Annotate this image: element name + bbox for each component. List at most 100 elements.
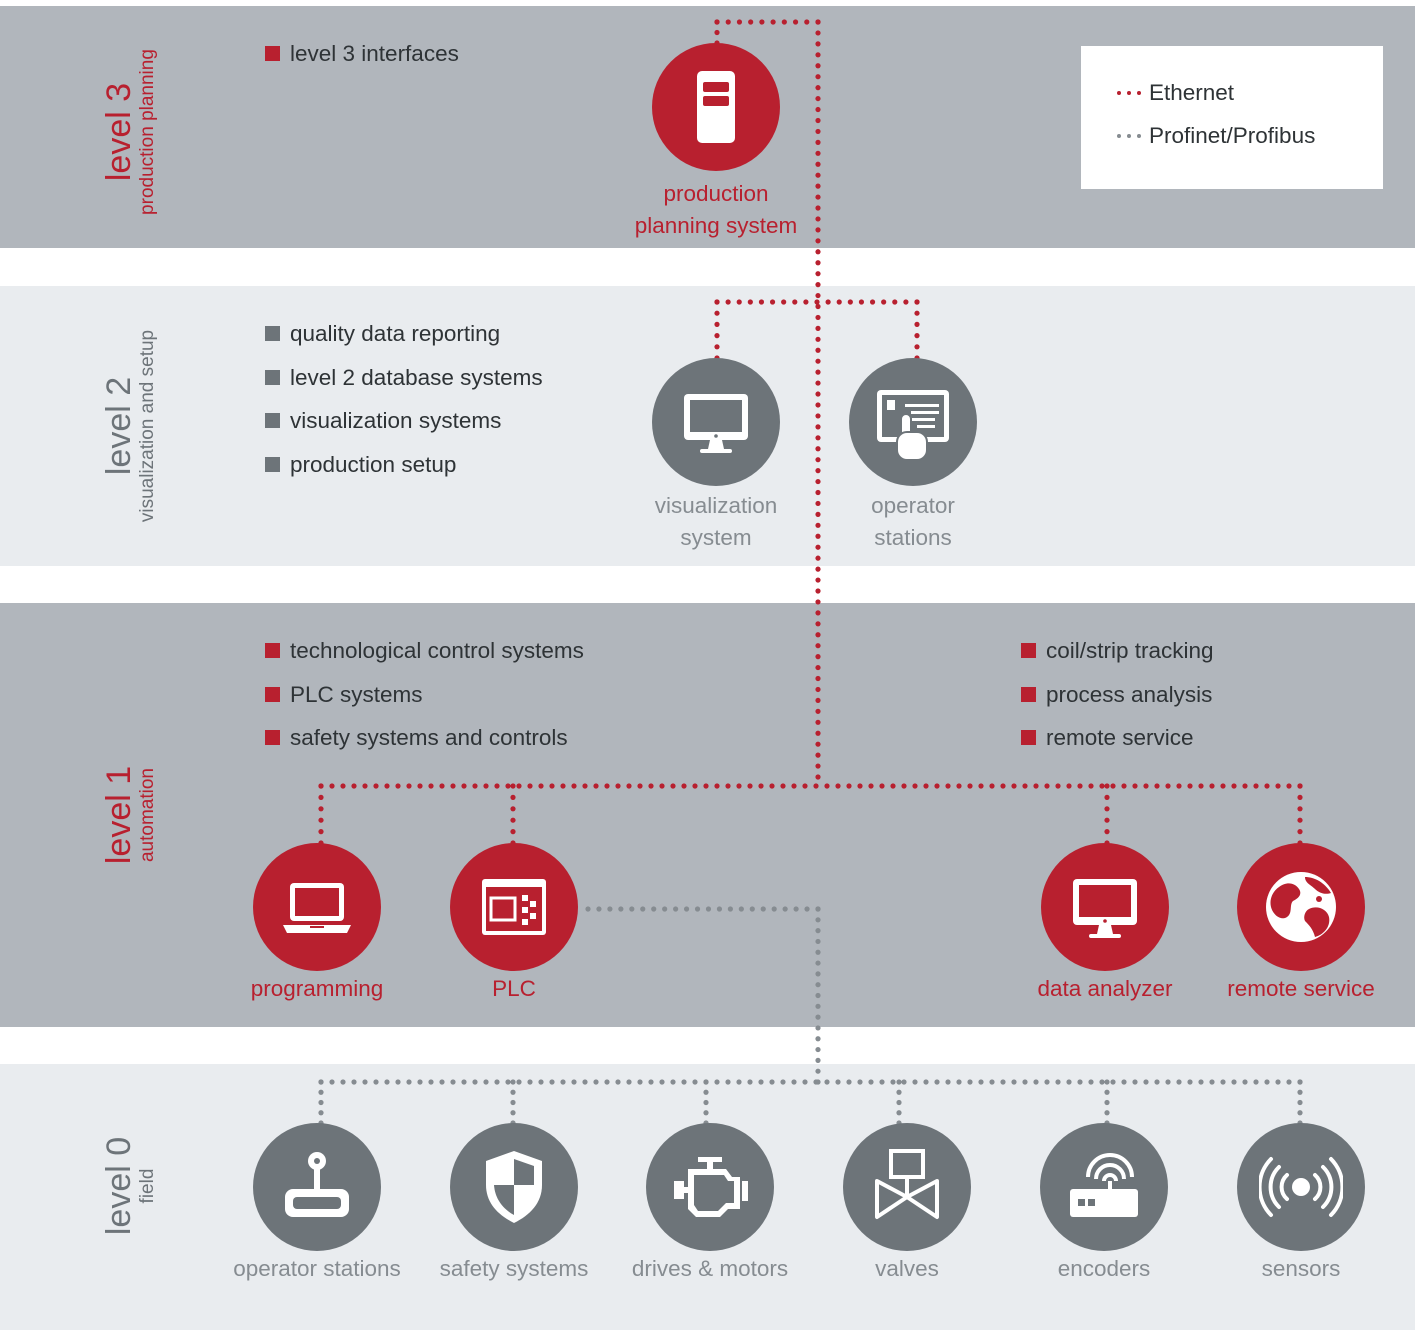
profinet-link-dot (802, 1079, 808, 1085)
ethernet-link-dot (1275, 783, 1281, 789)
ethernet-link-dot (847, 299, 853, 305)
ethernet-link-dot (792, 19, 799, 25)
profinet-link-dot (549, 1079, 555, 1085)
valves-node[interactable] (843, 1123, 971, 1251)
ethernet-link-dot (714, 783, 720, 789)
profinet-link-dot (815, 928, 821, 934)
ethernet-link-dot (815, 446, 821, 452)
visualization-system-node[interactable] (652, 358, 780, 486)
ethernet-link-dot (1110, 783, 1116, 789)
profinet-link-dot (494, 1079, 500, 1085)
profinet-link-dot (318, 1089, 324, 1095)
bullet-square-icon (265, 369, 280, 385)
ethernet-link-dot (329, 783, 335, 789)
ethernet-link-dot (759, 19, 765, 25)
drives-motors-node[interactable] (646, 1123, 774, 1251)
profinet-link-dot (804, 906, 810, 912)
profinet-link-dot (815, 1036, 821, 1042)
encoders-node[interactable] (1040, 1123, 1168, 1251)
profinet-link-dot (749, 906, 755, 912)
ethernet-link-dot (815, 741, 821, 747)
ethernet-link-dot (815, 106, 821, 113)
ethernet-link-dot (815, 468, 821, 474)
ethernet-link-dot (637, 783, 643, 789)
profinet-link-dot (1077, 1079, 1083, 1085)
profinet-link-dot (967, 1079, 973, 1085)
drives-motors-label: drives & motors (631, 1256, 789, 1281)
ethernet-link-dot (659, 783, 665, 789)
profinet-link-dot (615, 1079, 621, 1085)
ethernet-link-dot (406, 783, 412, 789)
ethernet-link-dot (815, 457, 821, 463)
profinet-link-dot (716, 906, 723, 912)
profinet-link-dot (1242, 1079, 1248, 1085)
sensors-node[interactable] (1237, 1123, 1365, 1251)
ethernet-link-dot (758, 299, 765, 305)
ethernet-link-dot (1104, 829, 1110, 835)
production-planning-system-node[interactable] (652, 43, 780, 171)
profinet-link-dot (527, 1079, 533, 1085)
ethernet-link-dot (1121, 783, 1127, 789)
ethernet-link-dot (417, 783, 423, 789)
ethernet-link-dot (815, 95, 821, 102)
profinet-link-dot (1264, 1079, 1270, 1085)
ethernet-link-dot (815, 708, 821, 714)
programming-node[interactable] (253, 843, 381, 971)
profinet-link-dot (846, 1079, 852, 1085)
ethernet-link-dot (1143, 783, 1149, 789)
bullet-item: technological control systems (265, 638, 584, 682)
safety-systems-node[interactable] (450, 1123, 578, 1251)
ethernet-link-dot (428, 783, 434, 789)
profinet-link-dot (791, 1079, 797, 1085)
ethernet-link-dot (914, 321, 920, 327)
profinet-link-dot (406, 1079, 412, 1085)
ethernet-link-dot (815, 260, 821, 266)
remote-service-node[interactable] (1237, 843, 1365, 971)
ethernet-link-dot (869, 299, 876, 305)
ethernet-link-dot (804, 19, 810, 25)
level-1-label: level 1 automation (100, 695, 180, 935)
ethernet-link-dot (815, 85, 821, 91)
profinet-link-dot (582, 1079, 588, 1085)
ethernet-link-dot (626, 783, 632, 789)
sensor-waves-icon (1259, 1157, 1343, 1217)
operator-stations-field-node[interactable] (253, 1123, 381, 1251)
ethernet-link-dot (815, 763, 821, 769)
ethernet-link-dot (923, 783, 929, 789)
operator-stations-panel-node[interactable] (849, 358, 977, 486)
ethernet-link-dot (825, 299, 831, 305)
profinet-link-dot (824, 1079, 830, 1085)
profinet-link-dot (395, 1079, 401, 1085)
legend-ethernet-label: Ethernet (1149, 80, 1235, 105)
profinet-link-dot (815, 938, 821, 945)
data-analyzer-node[interactable] (1041, 843, 1169, 971)
profinet-link-dot (1187, 1079, 1193, 1085)
profinet-link-dot (505, 1079, 511, 1085)
touch-panel-icon (877, 390, 949, 461)
level-1-bullets-right: coil/strip tracking process analysis rem… (1021, 638, 1214, 769)
bullet-square-icon (265, 730, 280, 745)
ethernet-link-dot (792, 299, 798, 305)
ethernet-link-dot (318, 817, 324, 823)
ethernet-link-dot (494, 783, 500, 789)
profinet-link-dot (1297, 1099, 1303, 1106)
ethernet-link-dot (945, 783, 951, 789)
profinet-link-dot (1286, 1079, 1292, 1085)
ethernet-link-dot (1209, 783, 1215, 789)
profinet-link-dot (727, 906, 733, 912)
ethernet-link-dot (1099, 783, 1105, 789)
ethernet-link-dot (815, 402, 821, 408)
ethernet-link-dot (1198, 783, 1204, 789)
profinet-link-dot (461, 1079, 467, 1085)
ethernet-link-dot (736, 299, 742, 305)
plc-node[interactable] (450, 843, 578, 971)
profinet-link-dot (351, 1079, 357, 1085)
ethernet-link-dot (571, 783, 577, 789)
profinet-link-dot (1000, 1079, 1006, 1085)
ethernet-link-dot (748, 19, 754, 25)
ethernet-link-dot (714, 299, 720, 305)
profinet-link-dot (648, 1079, 654, 1085)
ethernet-link-dot (648, 783, 654, 789)
profinet-link-dot (1066, 1079, 1072, 1085)
profinet-link-dot (945, 1079, 951, 1085)
